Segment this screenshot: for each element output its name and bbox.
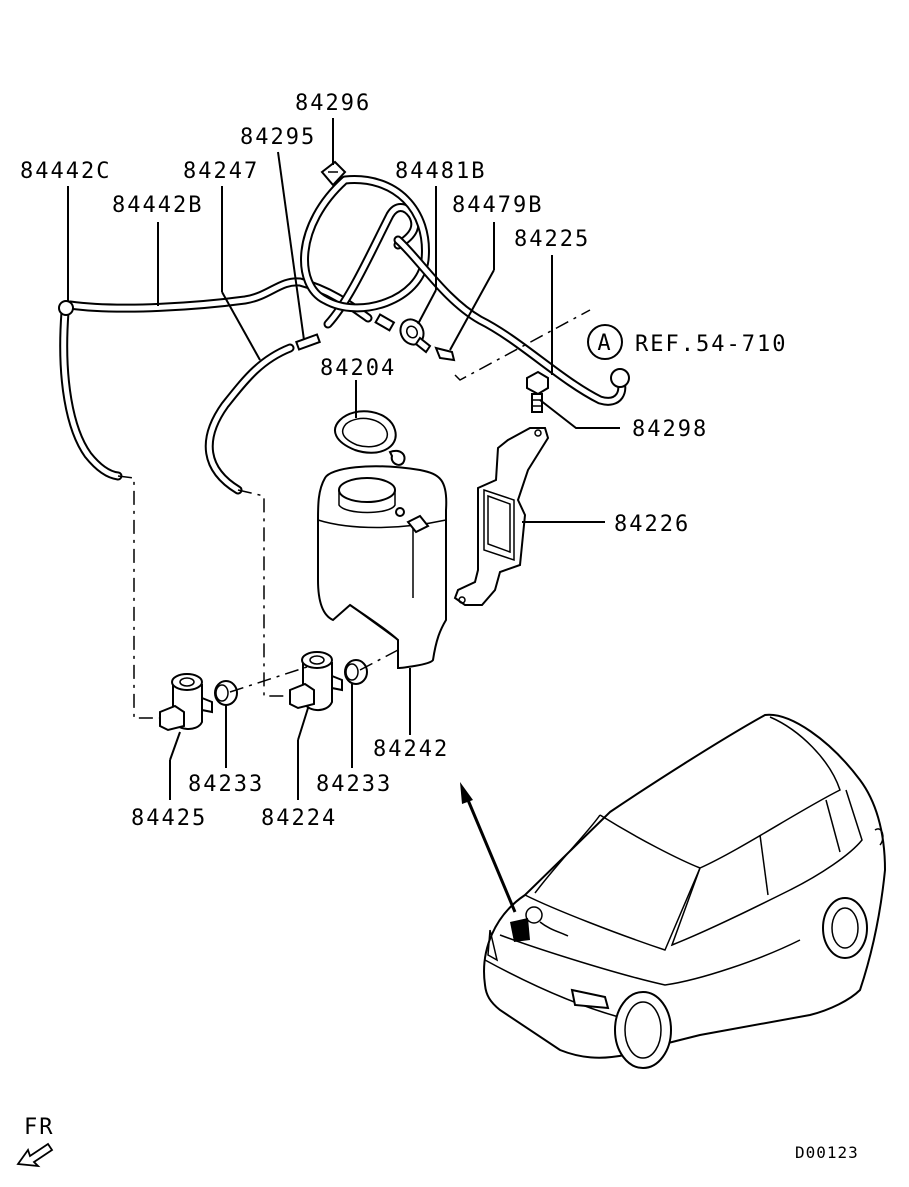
label-84425: 84425 bbox=[131, 806, 207, 831]
ref-text: REF.54-710 bbox=[635, 332, 787, 357]
label-84296: 84296 bbox=[295, 91, 371, 116]
bolt-84298 bbox=[526, 370, 549, 413]
leader-lines bbox=[67, 118, 620, 800]
label-84233-right: 84233 bbox=[316, 772, 392, 797]
washer-hoses bbox=[59, 175, 627, 495]
label-84442C: 84442C bbox=[20, 159, 111, 184]
nozzle-84479B bbox=[434, 346, 456, 362]
label-84442B: 84442B bbox=[112, 193, 203, 218]
label-84481B: 84481B bbox=[395, 159, 486, 184]
label-84247: 84247 bbox=[183, 159, 259, 184]
hose-end-ref-a bbox=[610, 368, 630, 388]
grommet-84481B bbox=[399, 318, 432, 354]
location-arrow bbox=[460, 782, 517, 913]
label-84224: 84224 bbox=[261, 806, 337, 831]
part-labels: 84296 84295 84442C 84247 84481B 84442B 8… bbox=[20, 91, 708, 831]
vehicle-illustration bbox=[483, 713, 887, 1069]
label-84298: 84298 bbox=[632, 417, 708, 442]
label-84479B: 84479B bbox=[452, 193, 543, 218]
label-84225: 84225 bbox=[514, 227, 590, 252]
label-84204: 84204 bbox=[320, 356, 396, 381]
ref-circle bbox=[587, 324, 623, 360]
tank-cap-84204 bbox=[334, 410, 406, 466]
hose-joints bbox=[58, 300, 396, 351]
connection-lines bbox=[117, 309, 591, 719]
ref-circle-letter: A bbox=[597, 331, 612, 356]
tank-bracket-84226 bbox=[453, 427, 550, 606]
label-84295: 84295 bbox=[240, 125, 316, 150]
label-84226: 84226 bbox=[614, 512, 690, 537]
washer-pump-84224 bbox=[289, 651, 343, 711]
front-arrow-icon bbox=[16, 1142, 54, 1168]
grommet-84233-left bbox=[214, 680, 238, 706]
front-direction-indicator: FR bbox=[16, 1115, 55, 1168]
label-84233-left: 84233 bbox=[188, 772, 264, 797]
label-84242: 84242 bbox=[373, 737, 449, 762]
washer-pump-84425 bbox=[159, 673, 213, 732]
washer-tank-84242 bbox=[317, 465, 448, 670]
diagram-code: D00123 bbox=[795, 1143, 859, 1162]
grommet-84233-right bbox=[344, 659, 368, 685]
hose-clip-84296 bbox=[320, 160, 347, 187]
reference-marker: A REF.54-710 bbox=[587, 324, 787, 360]
front-label: FR bbox=[24, 1115, 55, 1140]
